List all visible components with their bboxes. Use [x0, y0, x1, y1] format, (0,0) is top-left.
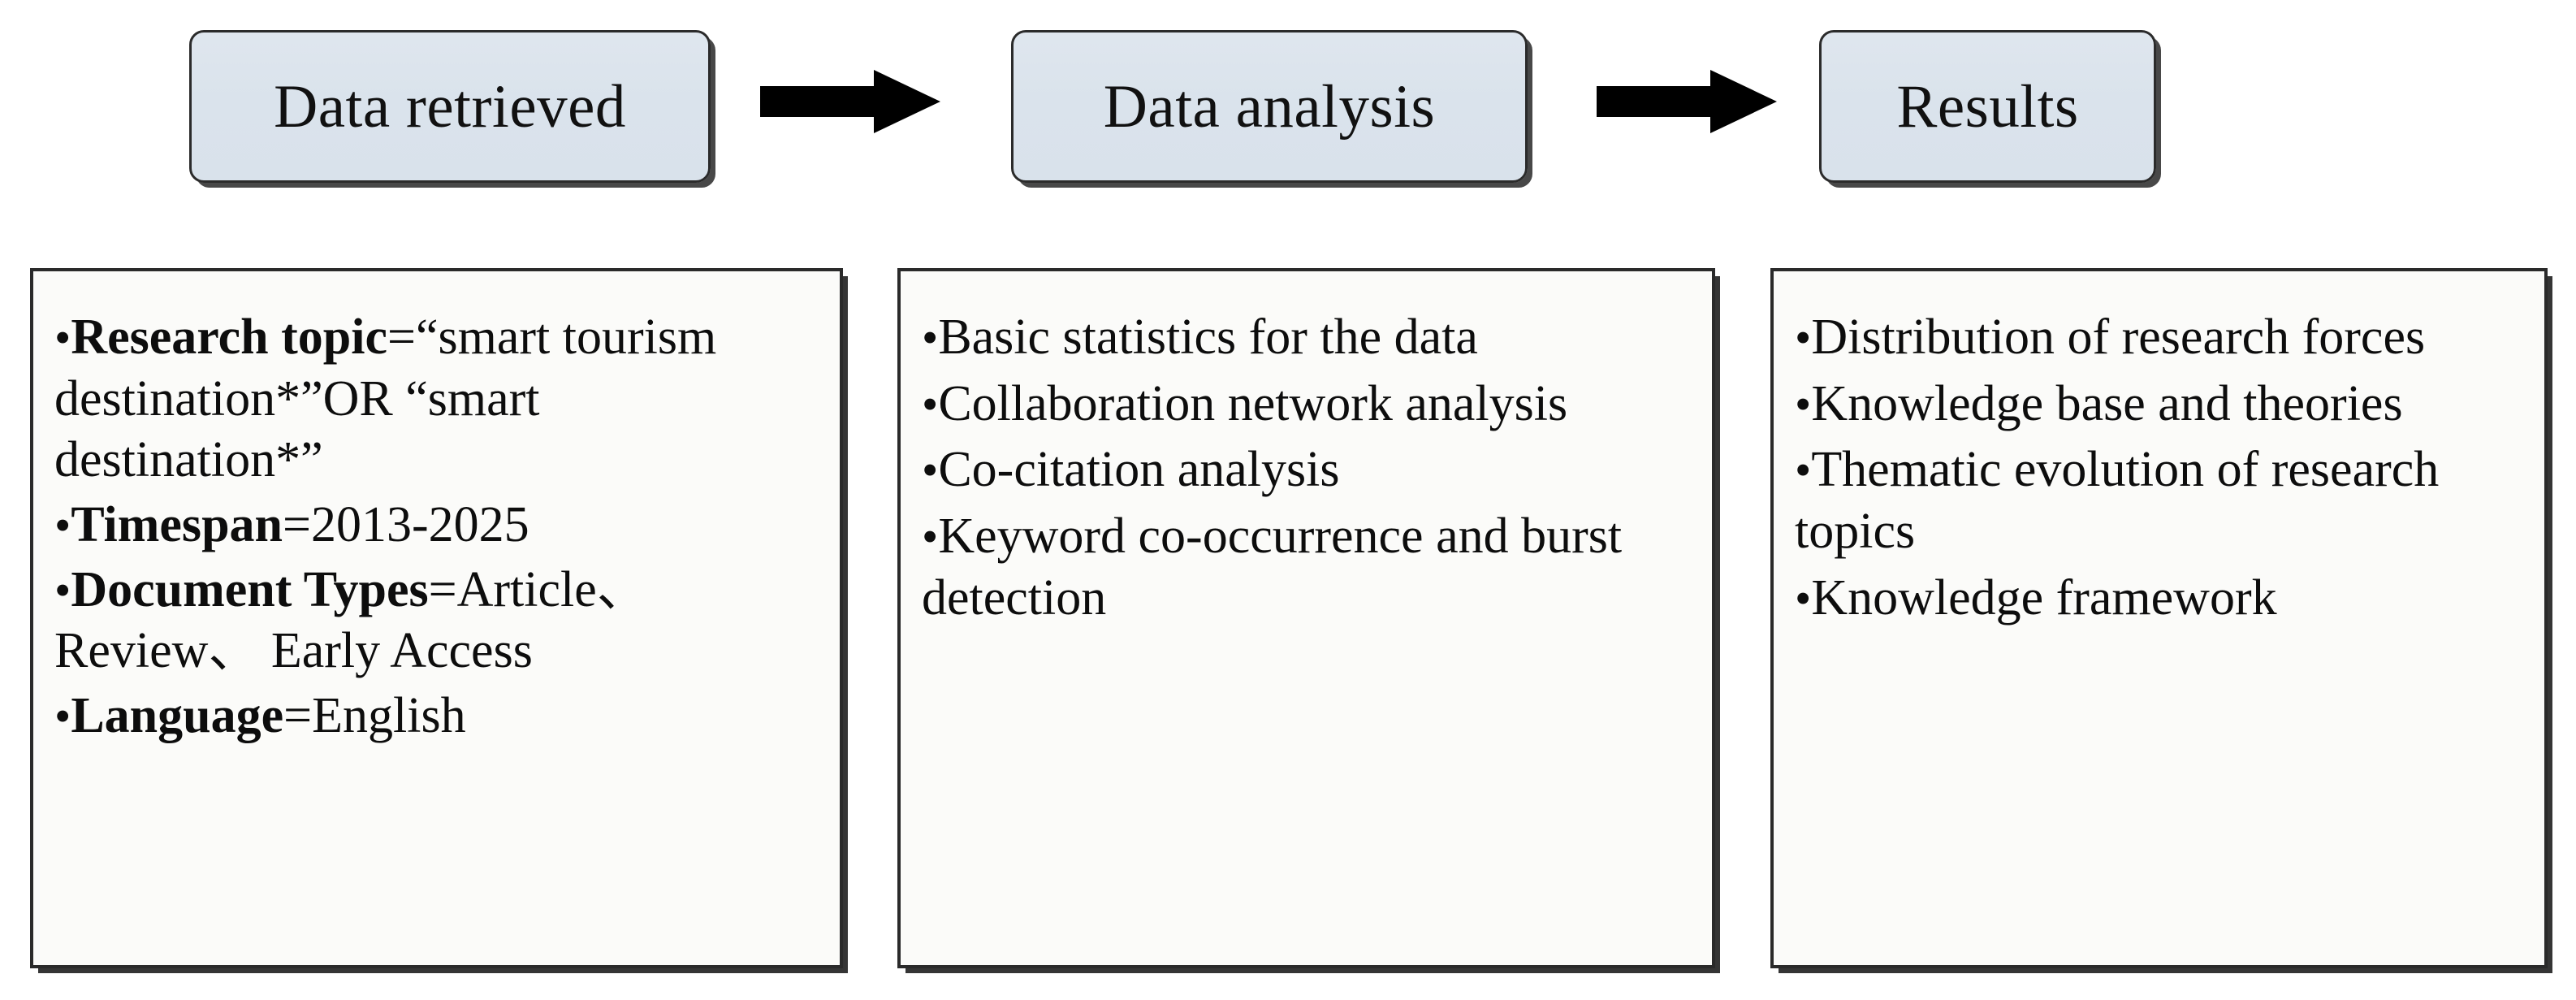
list-item-text: Knowledge framework [1811, 569, 2277, 626]
stage-box-data-analysis[interactable]: Data analysis [1011, 30, 1528, 183]
stage-box-results[interactable]: Results [1819, 30, 2156, 183]
right-arrow-icon [1597, 70, 1777, 133]
list-item: •Timespan=2013-2025 [54, 495, 819, 556]
list-item-text: =Article、Review、 Early Access [54, 561, 647, 679]
list-item-text: Distribution of research forces [1811, 310, 2426, 365]
detail-list-data-retrieved: •Research topic=“smart tourism destinati… [54, 307, 819, 747]
list-item: •Document Types=Article、Review、 Early Ac… [54, 560, 819, 682]
stage-label-data-retrieved: Data retrieved [274, 72, 626, 141]
list-item-lead: Research topic [71, 310, 388, 365]
list-item-text: Collaboration network analysis [938, 375, 1568, 431]
detail-list-results: •Distribution of research forces •Knowle… [1795, 307, 2523, 629]
list-item-text: =2013-2025 [283, 496, 529, 552]
bullet-icon: • [1795, 377, 1812, 431]
bullet-icon: • [1795, 571, 1812, 625]
list-item: •Knowledge base and theories [1795, 374, 2523, 435]
list-item: •Research topic=“smart tourism destinati… [54, 307, 819, 491]
stage-box-data-retrieved[interactable]: Data retrieved [189, 30, 711, 183]
bullet-icon: • [54, 689, 71, 742]
bullet-icon: • [54, 563, 71, 617]
list-item-text: Keyword co-occurrence and burst detectio… [922, 508, 1623, 626]
bullet-icon: • [922, 444, 939, 497]
detail-box-data-analysis: •Basic statistics for the data •Collabor… [897, 268, 1715, 968]
bullet-icon: • [1795, 444, 1812, 497]
list-item-lead: Timespan [71, 496, 283, 552]
list-item: •Language=English [54, 686, 819, 747]
list-item-lead: Document Types [71, 561, 429, 617]
list-item: •Knowledge framework [1795, 568, 2523, 630]
list-item: •Basic statistics for the data [922, 307, 1691, 369]
detail-box-results: •Distribution of research forces •Knowle… [1770, 268, 2548, 968]
list-item-text: =English [283, 687, 466, 743]
list-item: •Thematic evolution of research topics [1795, 439, 2523, 562]
bullet-icon: • [54, 311, 71, 364]
detail-box-data-retrieved: •Research topic=“smart tourism destinati… [30, 268, 843, 968]
bullet-icon: • [922, 311, 939, 364]
bullet-icon: • [922, 377, 939, 431]
stage-label-results: Results [1896, 72, 2079, 141]
list-item: •Keyword co-occurrence and burst detecti… [922, 506, 1691, 629]
stage-label-data-analysis: Data analysis [1103, 72, 1436, 141]
right-arrow-icon [760, 70, 940, 133]
list-item-lead: Language [71, 687, 284, 743]
list-item: •Collaboration network analysis [922, 374, 1691, 435]
bullet-icon: • [54, 498, 71, 552]
list-item-text: Basic statistics for the data [938, 310, 1478, 365]
list-item-text: Co-citation analysis [938, 442, 1340, 498]
bullet-icon: • [1795, 311, 1812, 364]
bullet-icon: • [922, 509, 939, 563]
list-item: •Co-citation analysis [922, 439, 1691, 501]
detail-list-data-analysis: •Basic statistics for the data •Collabor… [922, 307, 1691, 629]
list-item-text: Thematic evolution of research topics [1795, 442, 2440, 559]
list-item-text: Knowledge base and theories [1811, 375, 2403, 431]
list-item: •Distribution of research forces [1795, 307, 2523, 369]
list-item-text: =“smart tourism destination*”OR “smart d… [54, 310, 717, 488]
